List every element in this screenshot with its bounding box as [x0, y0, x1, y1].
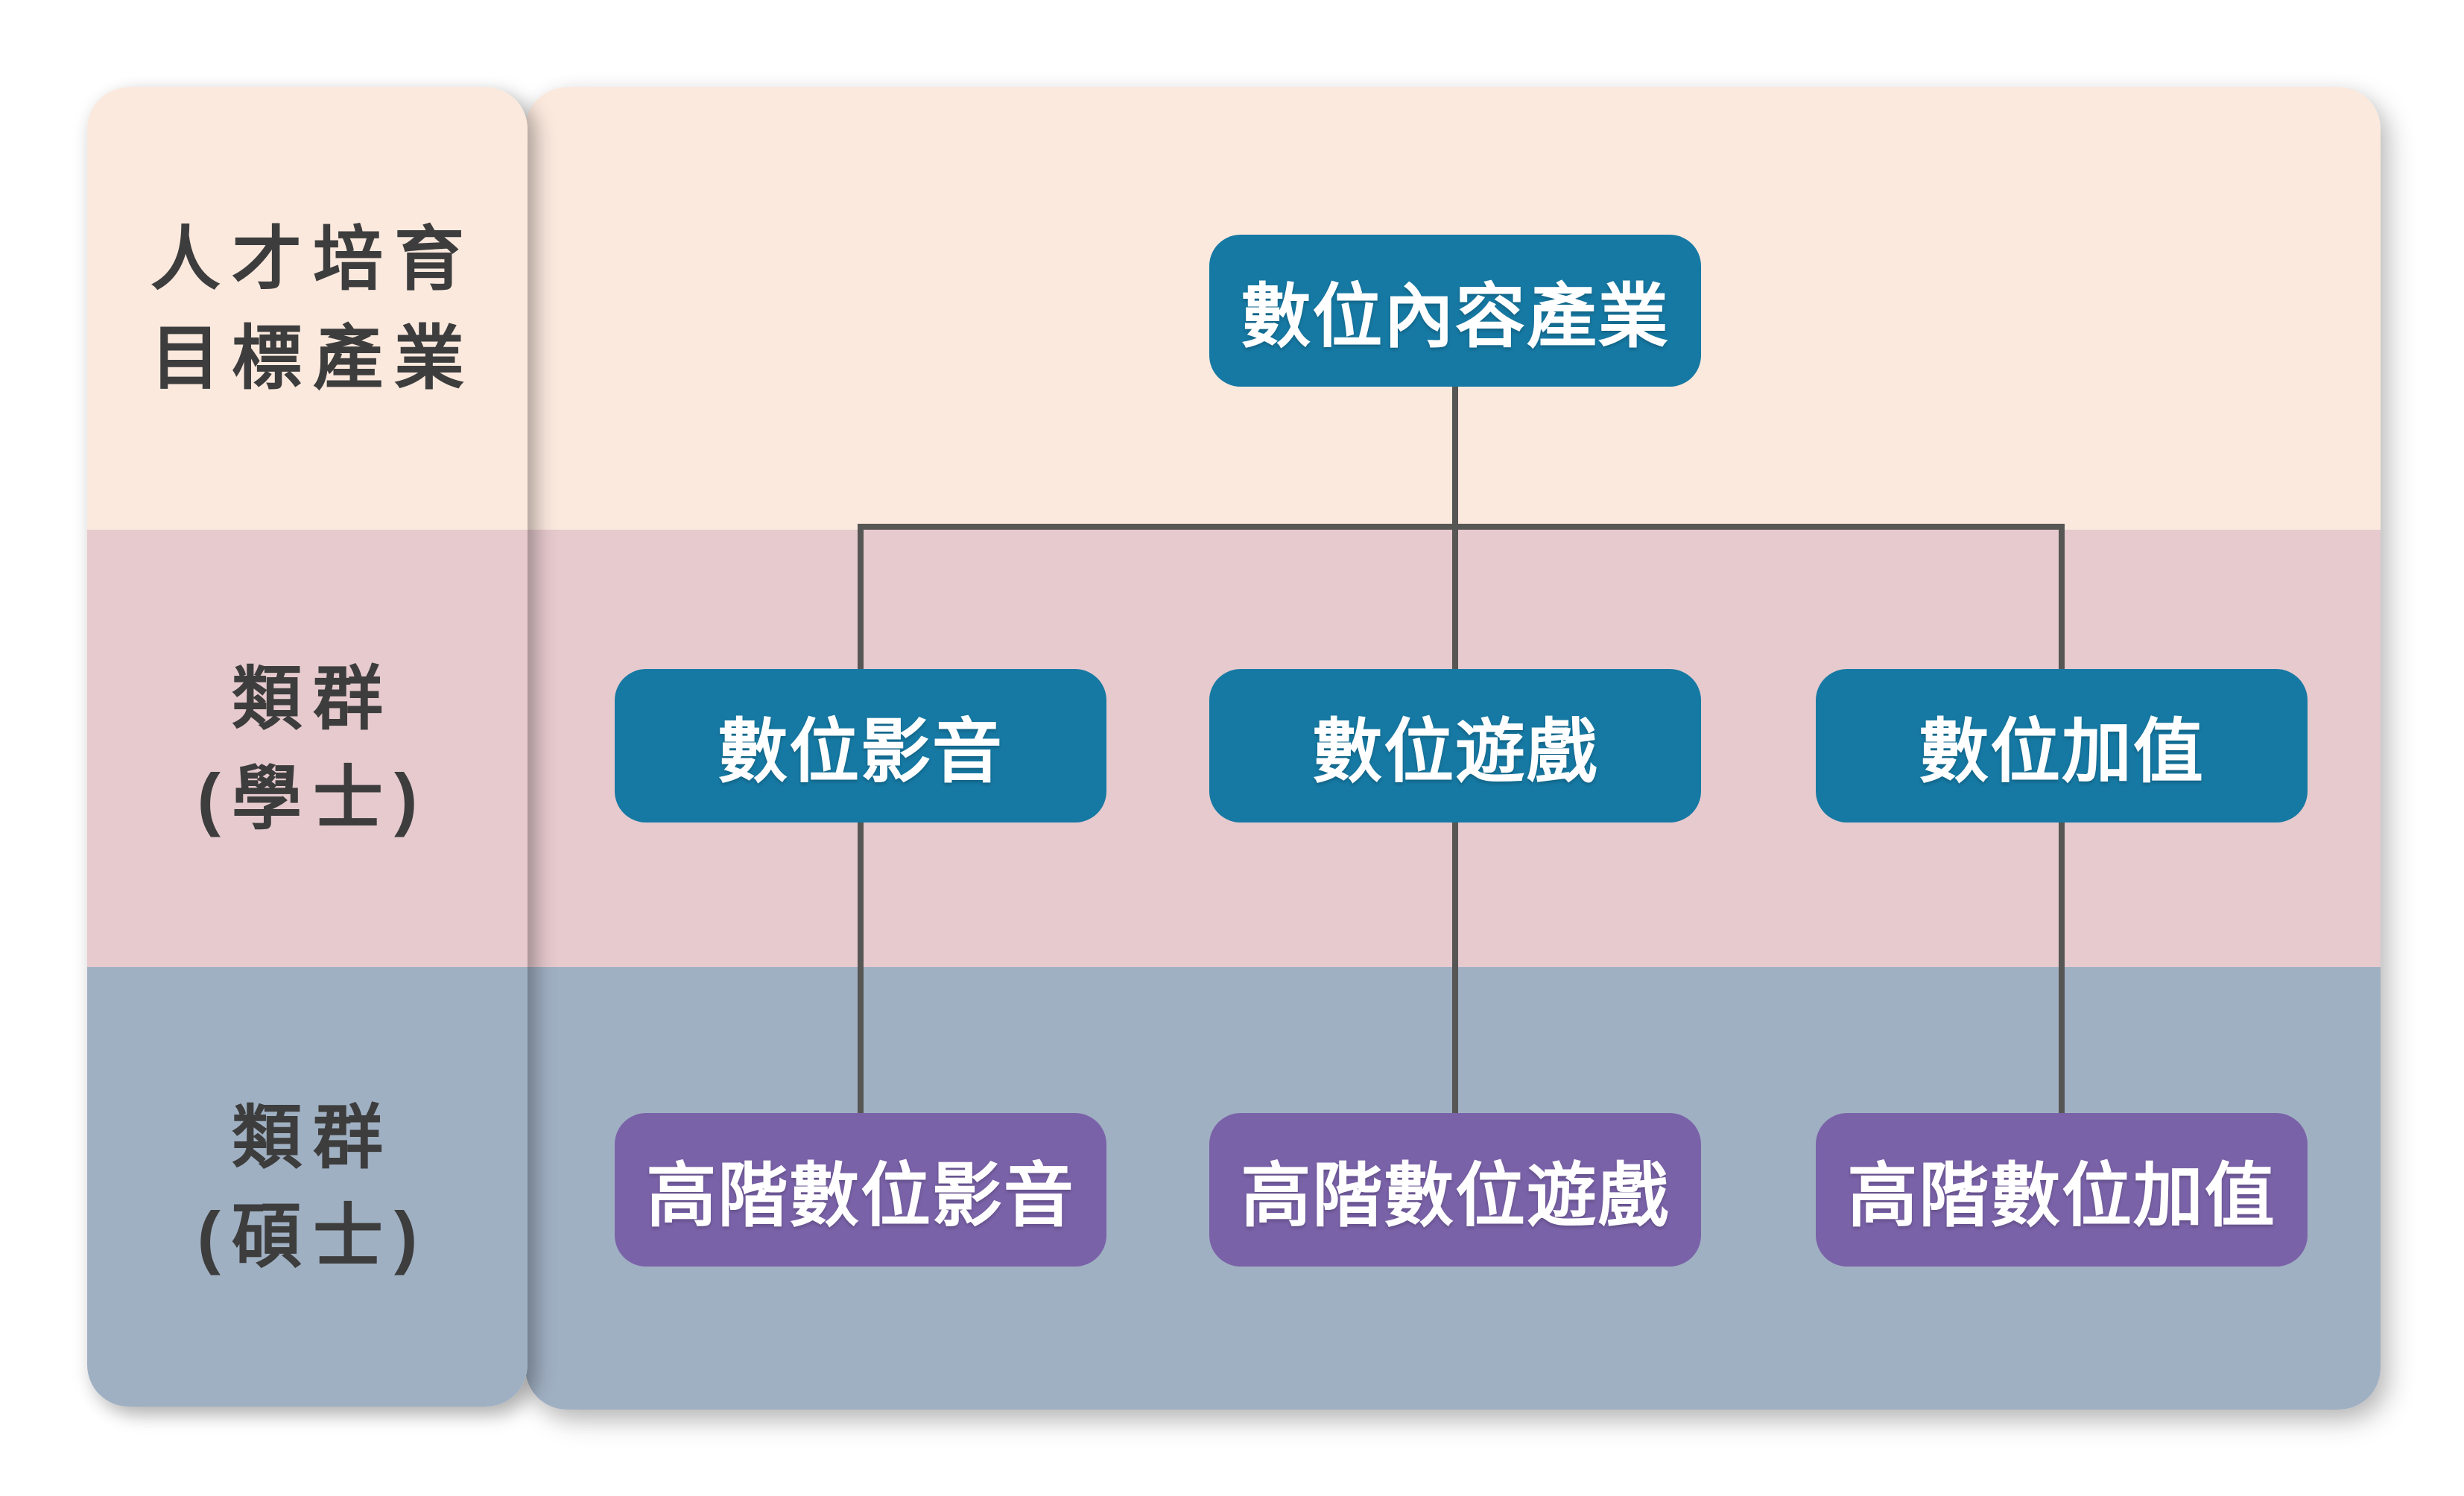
- node-bachelor-value-label: 數位加值: [1919, 712, 2205, 790]
- master-row-band-sidebar: 類群 (碩士): [87, 967, 528, 1407]
- bachelor-row-band-sidebar: 類群 (學士): [87, 530, 528, 967]
- node-bachelor-game: 數位遊戲: [1209, 669, 1701, 823]
- connector-branch-game-lower: [1452, 823, 1458, 1113]
- connector-root-stem: [1452, 387, 1458, 524]
- node-bachelor-video: 數位影音: [615, 669, 1106, 823]
- connector-branch-game-upper: [1452, 530, 1458, 669]
- connector-branch-video-upper: [858, 530, 864, 669]
- node-master-video: 高階數位影音: [615, 1113, 1106, 1267]
- node-root-industry-label: 數位內容產業: [1241, 277, 1670, 355]
- row-header-panel: 人才培育 目標產業 類群 (學士) 類群 (碩士): [87, 87, 528, 1407]
- node-master-game: 高階數位遊戲: [1209, 1113, 1701, 1267]
- row-label-industry-line2: 目標產業: [150, 319, 476, 397]
- node-master-video-label: 高階數位影音: [646, 1156, 1075, 1234]
- row-label-master-line1: 類群: [231, 1097, 395, 1176]
- chart-panel: 數位內容產業 數位影音 數位遊戲 數位加值 高階數位影音 高階數位遊戲 高階數位…: [525, 87, 2381, 1410]
- connector-branch-video-lower: [858, 823, 864, 1113]
- connector-crossbar: [858, 524, 2065, 530]
- node-master-game-label: 高階數位遊戲: [1241, 1156, 1670, 1234]
- row-label-bachelor-cluster: 類群 (學士): [87, 530, 528, 967]
- row-label-industry: 人才培育 目標產業: [87, 87, 528, 530]
- row-label-bachelor-line1: 類群: [231, 659, 395, 738]
- row-label-bachelor-line2: (學士): [197, 758, 429, 837]
- row-label-industry-line1: 人才培育: [150, 219, 476, 298]
- row-label-master-cluster: 類群 (碩士): [87, 967, 528, 1407]
- node-root-industry: 數位內容產業: [1209, 235, 1701, 387]
- node-bachelor-value: 數位加值: [1816, 669, 2308, 823]
- node-master-value: 高階數位加值: [1816, 1113, 2308, 1267]
- connector-branch-value-lower: [2059, 823, 2065, 1113]
- node-master-value-label: 高階數位加值: [1847, 1156, 2276, 1234]
- industry-row-band-sidebar: 人才培育 目標產業: [87, 87, 528, 530]
- node-bachelor-game-label: 數位遊戲: [1312, 712, 1598, 790]
- row-label-master-line2: (碩士): [197, 1197, 429, 1275]
- connector-branch-value-upper: [2059, 530, 2065, 669]
- node-bachelor-video-label: 數位影音: [718, 712, 1004, 790]
